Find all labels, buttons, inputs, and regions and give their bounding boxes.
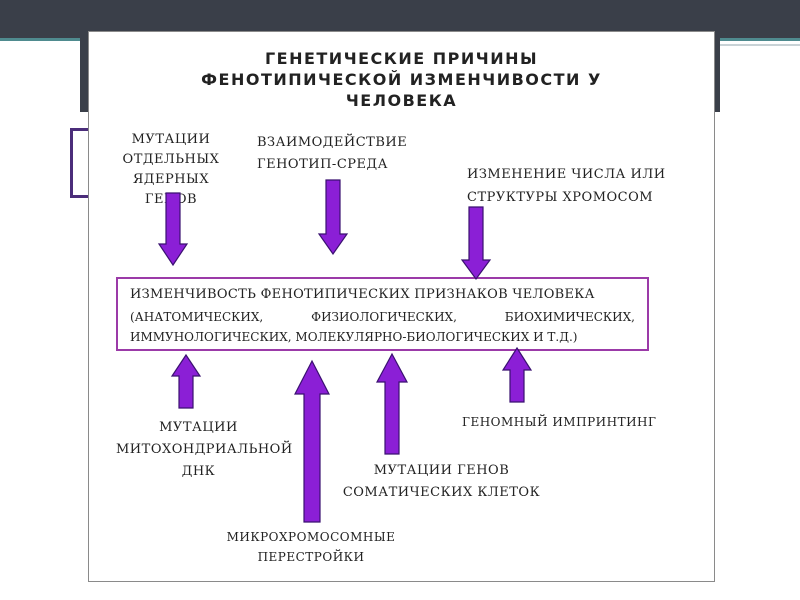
label-line: ДНК (181, 464, 216, 479)
arrow-down-icon (317, 179, 349, 256)
label-line: МИКРОХРОМОСОМНЫЕ (226, 530, 396, 544)
cause-somatic-mutations: МУТАЦИИ ГЕНОВ СОМАТИЧЕСКИХ КЛЕТОК (334, 460, 549, 504)
arrow-up-icon (501, 346, 533, 403)
cause-chromosome-change: ИЗМЕНЕНИЕ ЧИСЛА ИЛИ СТРУКТУРЫ ХРОМОСОМ (467, 163, 687, 209)
label-line: ИЗМЕНЕНИЕ ЧИСЛА ИЛИ (467, 167, 666, 182)
center-line: (АНАТОМИЧЕСКИХ, ФИЗИОЛОГИЧЕСКИХ, БИОХИМИ… (130, 310, 635, 324)
label-line: МИТОХОНДРИАЛЬНОЙ (116, 442, 293, 457)
header-accent-line-2 (720, 44, 800, 46)
arrow-up-icon (375, 352, 409, 455)
phenotypic-variability-box: ИЗМЕНЧИВОСТЬ ФЕНОТИПИЧЕСКИХ ПРИЗНАКОВ ЧЕ… (116, 277, 649, 351)
arrow-up-icon (170, 353, 202, 409)
label-line: ГЕНОМНЫЙ ИМПРИНТИНГ (462, 415, 657, 429)
cause-microchromosomal-rearrangements: МИКРОХРОМОСОМНЫЕ ПЕРЕСТРОЙКИ (211, 527, 411, 567)
cause-mitochondrial-dna: МУТАЦИИ МИТОХОНДРИАЛЬНОЙ ДНК (116, 417, 293, 483)
center-line: ИММУНОЛОГИЧЕСКИХ, МОЛЕКУЛЯРНО-БИОЛОГИЧЕС… (130, 330, 578, 344)
title-line: ГЕНЕТИЧЕСКИЕ ПРИЧИНЫ (264, 49, 539, 68)
center-line: ИЗМЕНЧИВОСТЬ ФЕНОТИПИЧЕСКИХ ПРИЗНАКОВ ЧЕ… (130, 287, 595, 302)
cause-genomic-imprinting: ГЕНОМНЫЙ ИМПРИНТИНГ (462, 412, 672, 432)
label-line: МУТАЦИИ (159, 420, 238, 435)
diagram-title: ГЕНЕТИЧЕСКИЕ ПРИЧИНЫ ФЕНОТИПИЧЕСКОЙ ИЗМЕ… (89, 48, 714, 111)
label-line: МУТАЦИИ (131, 132, 211, 147)
label-line: СТРУКТУРЫ ХРОМОСОМ (467, 190, 654, 205)
arrow-up-icon (294, 359, 330, 523)
diagram-slide: ГЕНЕТИЧЕСКИЕ ПРИЧИНЫ ФЕНОТИПИЧЕСКОЙ ИЗМЕ… (88, 31, 715, 582)
label-line: ОТДЕЛЬНЫХ (122, 152, 220, 167)
label-line: МУТАЦИИ ГЕНОВ (373, 463, 510, 478)
arrow-down-icon (157, 192, 189, 267)
label-line: ПЕРЕСТРОЙКИ (257, 550, 365, 564)
cause-single-gene-mutations: МУТАЦИИ ОТДЕЛЬНЫХ ЯДЕРНЫХ ГЕНОВ (106, 130, 236, 210)
title-line: ФЕНОТИПИЧЕСКОЙ ИЗМЕНЧИВОСТИ У (201, 70, 602, 89)
arrow-down-icon (460, 206, 492, 281)
label-line: СОМАТИЧЕСКИХ КЛЕТОК (342, 485, 541, 500)
arrows-layer (157, 179, 533, 523)
title-line: ЧЕЛОВЕКА (345, 91, 458, 110)
label-line: ГЕНОТИП-СРЕДА (257, 157, 388, 172)
label-line: ВЗАИМОДЕЙСТВИЕ (257, 135, 408, 150)
cause-genotype-environment: ВЗАИМОДЕЙСТВИЕ ГЕНОТИП-СРЕДА (257, 132, 427, 176)
